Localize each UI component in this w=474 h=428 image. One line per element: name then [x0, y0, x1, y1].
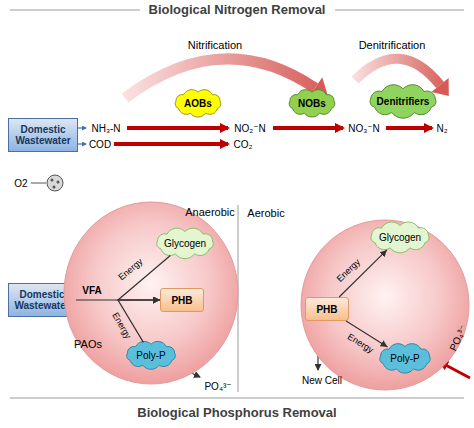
cloud-shape — [371, 222, 429, 253]
polymer-box: PHB — [160, 288, 204, 312]
section-heading: Biological Nitrogen Removal — [149, 3, 326, 17]
section-heading: Biological Phosphorus Removal — [137, 406, 336, 420]
storage-cloud: Glycogen — [364, 221, 436, 253]
bacteria-cloud: NOBs — [284, 88, 340, 118]
product-label: New Cell — [302, 375, 342, 386]
aerator-dot — [53, 186, 56, 189]
bacteria-cloud: AOBs — [170, 88, 226, 118]
polymer-box: PHB — [305, 297, 349, 321]
cloud-shape — [175, 90, 221, 117]
species-label: NH₃-N — [91, 123, 120, 134]
phase-heading: Aerobic — [247, 207, 284, 219]
cell-circle: AerobicGlycogenPHB Poly-P — [243, 205, 472, 392]
species-label: COD — [89, 139, 111, 150]
heading-rule — [335, 10, 464, 11]
reaction-arrow — [127, 126, 228, 130]
cloud-shape — [370, 85, 436, 118]
process-arc — [125, 59, 315, 98]
gas-label: O2 — [14, 178, 27, 189]
bacteria-cloud: Denitrifiers — [362, 84, 444, 118]
feed-arrow — [78, 143, 86, 144]
aerator-symbol — [47, 175, 63, 191]
heading-rule — [10, 398, 464, 399]
process-label: Nitrification — [188, 39, 242, 51]
reaction-arrow — [114, 142, 228, 146]
storage-cloud: Poly-P — [121, 340, 181, 370]
species-label: CO₂ — [234, 139, 253, 150]
aerator-dot — [57, 181, 60, 184]
node-label: Poly-P — [136, 350, 165, 361]
organism-label: PAOs — [74, 338, 102, 350]
cell-outline — [243, 205, 472, 392]
node-label: Domestic Wastewater — [9, 124, 77, 146]
node-label: Denitrifiers — [377, 96, 430, 107]
aerator-dot — [51, 179, 54, 182]
reaction-arrow — [273, 126, 343, 130]
flow-connector — [76, 299, 160, 300]
cell-shape — [64, 202, 238, 384]
cloud-shape — [157, 228, 214, 259]
species-label: N₂ — [436, 123, 447, 134]
node-label: PHB — [171, 295, 192, 306]
source-box: Domestic Wastewater — [8, 118, 78, 152]
feed-arrow — [78, 127, 86, 128]
cloud-shape — [289, 90, 335, 117]
process-label: Denitrification — [359, 39, 426, 51]
flow-label: VFA — [82, 285, 101, 296]
species-label: NO₂⁻N — [234, 123, 265, 134]
storage-cloud: Poly-P — [374, 342, 436, 374]
node-label: Glycogen — [379, 232, 421, 243]
phase-heading: Anaerobic — [185, 206, 235, 218]
ion-label: PO₄³⁻ — [204, 381, 231, 392]
cloud-shape — [380, 344, 430, 373]
cell-shape — [301, 220, 469, 390]
node-label: AOBs — [184, 98, 212, 109]
reaction-arrow — [386, 126, 432, 130]
node-label: Glycogen — [164, 238, 206, 249]
cloud-shape — [127, 341, 176, 369]
heading-rule — [10, 10, 140, 11]
species-label: NO₃⁻N — [348, 123, 380, 134]
node-label: PHB — [316, 304, 337, 315]
node-label: NOBs — [298, 98, 326, 109]
process-arc — [355, 59, 440, 85]
storage-cloud: Glycogen — [150, 227, 220, 259]
arc-head — [431, 78, 448, 96]
node-label: Poly-P — [390, 353, 419, 364]
air-line — [31, 183, 46, 184]
